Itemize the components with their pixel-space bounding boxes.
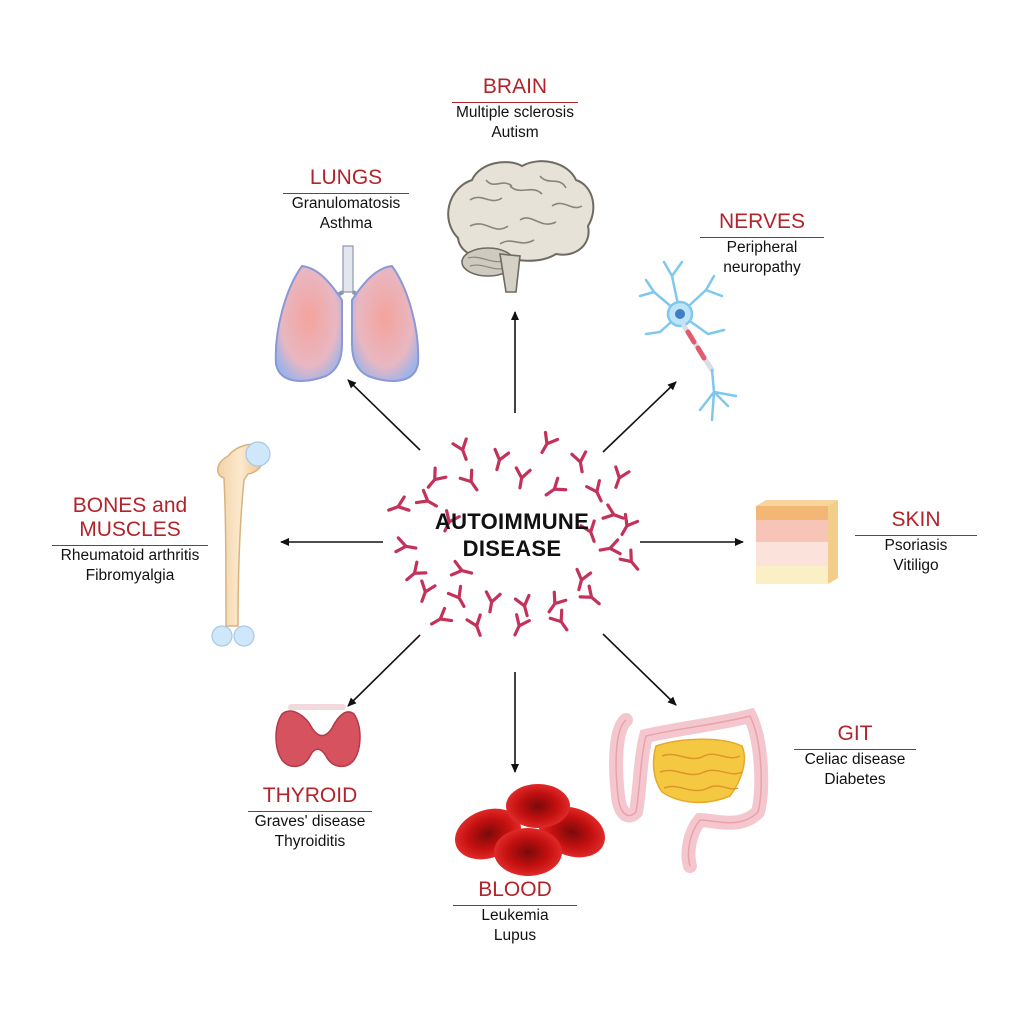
antibody-icon xyxy=(579,519,596,543)
antibody-cluster xyxy=(387,430,640,637)
antibody-icon xyxy=(446,584,466,608)
antibody-icon xyxy=(548,608,569,632)
skin-disease-1: Psoriasis xyxy=(884,537,948,554)
antibody-icon xyxy=(405,560,428,582)
blood-disease-2: Lupus xyxy=(493,927,537,944)
antibody-icon xyxy=(430,606,454,626)
skin-layers-illustration xyxy=(756,500,838,584)
blood-title: BLOOD xyxy=(453,878,577,906)
lungs-disease-2: Asthma xyxy=(319,215,373,232)
antibody-icon xyxy=(514,466,532,490)
antibody-icon xyxy=(547,590,568,614)
antibody-icon xyxy=(414,488,438,508)
nerves-disease-2: neuropathy xyxy=(723,259,801,276)
antibody-icon xyxy=(618,548,640,571)
bones-title-line-2: MUSCLES xyxy=(52,518,208,546)
skin-label: SKIN Psoriasis Vitiligo xyxy=(855,508,977,576)
brain-label: BRAIN Multiple sclerosis Autism xyxy=(452,75,578,143)
red-blood-cells-illustration xyxy=(455,784,605,876)
brain-illustration xyxy=(447,160,595,293)
antibody-icon xyxy=(585,479,603,503)
thyroid-disease-2: Thyroiditis xyxy=(274,833,346,850)
neuron-illustration xyxy=(638,260,738,422)
antibody-icon xyxy=(570,450,588,474)
antibody-icon xyxy=(451,437,468,461)
antibody-icon xyxy=(540,430,560,454)
antibody-icon xyxy=(449,559,474,577)
antibody-icon xyxy=(614,465,631,489)
lungs-illustration xyxy=(274,245,420,382)
antibody-icon xyxy=(420,579,437,603)
thyroid-disease-1: Graves' disease xyxy=(254,813,366,830)
git-disease-1: Celiac disease xyxy=(804,751,906,768)
antibody-icon xyxy=(426,466,448,489)
center-title-line-1: AUTOIMMUNE xyxy=(434,509,590,534)
center-title-line-2: DISEASE xyxy=(462,536,562,561)
brain-disease-1: Multiple sclerosis xyxy=(455,104,574,121)
center-title: AUTOIMMUNE DISEASE xyxy=(412,508,612,562)
git-title: GIT xyxy=(794,722,916,750)
antibody-icon xyxy=(578,584,601,606)
nerves-disease-1: Peripheral xyxy=(726,239,798,256)
antibody-icon xyxy=(513,593,531,618)
thyroid-title: THYROID xyxy=(248,784,372,812)
antibody-icon xyxy=(394,536,418,554)
antibody-icon xyxy=(387,495,411,512)
antibody-icon xyxy=(484,590,502,614)
lungs-disease-1: Granulomatosis xyxy=(291,195,401,212)
thyroid-illustration xyxy=(275,704,361,768)
brain-disease-2: Autism xyxy=(491,124,539,141)
git-disease-2: Diabetes xyxy=(824,771,886,788)
skin-disease-2: Vitiligo xyxy=(893,557,939,574)
blood-label: BLOOD Leukemia Lupus xyxy=(453,878,577,946)
bones-disease-1: Rheumatoid arthritis xyxy=(60,547,200,564)
antibody-icon xyxy=(443,509,461,533)
antibody-icon xyxy=(620,512,640,536)
antibody-icon xyxy=(544,476,568,497)
arrow-to-git xyxy=(602,633,677,706)
bones-disease-2: Fibromyalgia xyxy=(85,567,175,584)
intestines-illustration xyxy=(609,707,769,873)
bones-muscles-label: BONES and MUSCLES Rheumatoid arthritis F… xyxy=(52,494,208,586)
arrows xyxy=(280,311,744,773)
skin-title: SKIN xyxy=(855,508,977,536)
antibody-icon xyxy=(601,503,625,520)
nerves-label: NERVES Peripheral neuropathy xyxy=(700,210,824,278)
lungs-label: LUNGS Granulomatosis Asthma xyxy=(283,166,409,234)
lungs-title: LUNGS xyxy=(283,166,409,194)
arrow-to-thyroid xyxy=(347,634,421,707)
git-label: GIT Celiac disease Diabetes xyxy=(794,722,916,790)
arrow-to-lungs xyxy=(347,379,421,451)
bone-illustration xyxy=(211,441,271,647)
brain-title: BRAIN xyxy=(452,75,578,103)
antibody-icon xyxy=(493,447,511,472)
bones-title-line-1: BONES and xyxy=(72,494,188,517)
thyroid-label: THYROID Graves' disease Thyroiditis xyxy=(248,784,372,852)
antibody-icon xyxy=(575,567,593,592)
blood-disease-1: Leukemia xyxy=(481,907,549,924)
antibody-icon xyxy=(513,613,531,637)
antibody-icon xyxy=(458,468,479,492)
antibody-icon xyxy=(598,538,622,556)
nerves-title: NERVES xyxy=(700,210,824,238)
antibody-icon xyxy=(465,613,482,637)
arrow-to-nerves xyxy=(602,381,677,453)
